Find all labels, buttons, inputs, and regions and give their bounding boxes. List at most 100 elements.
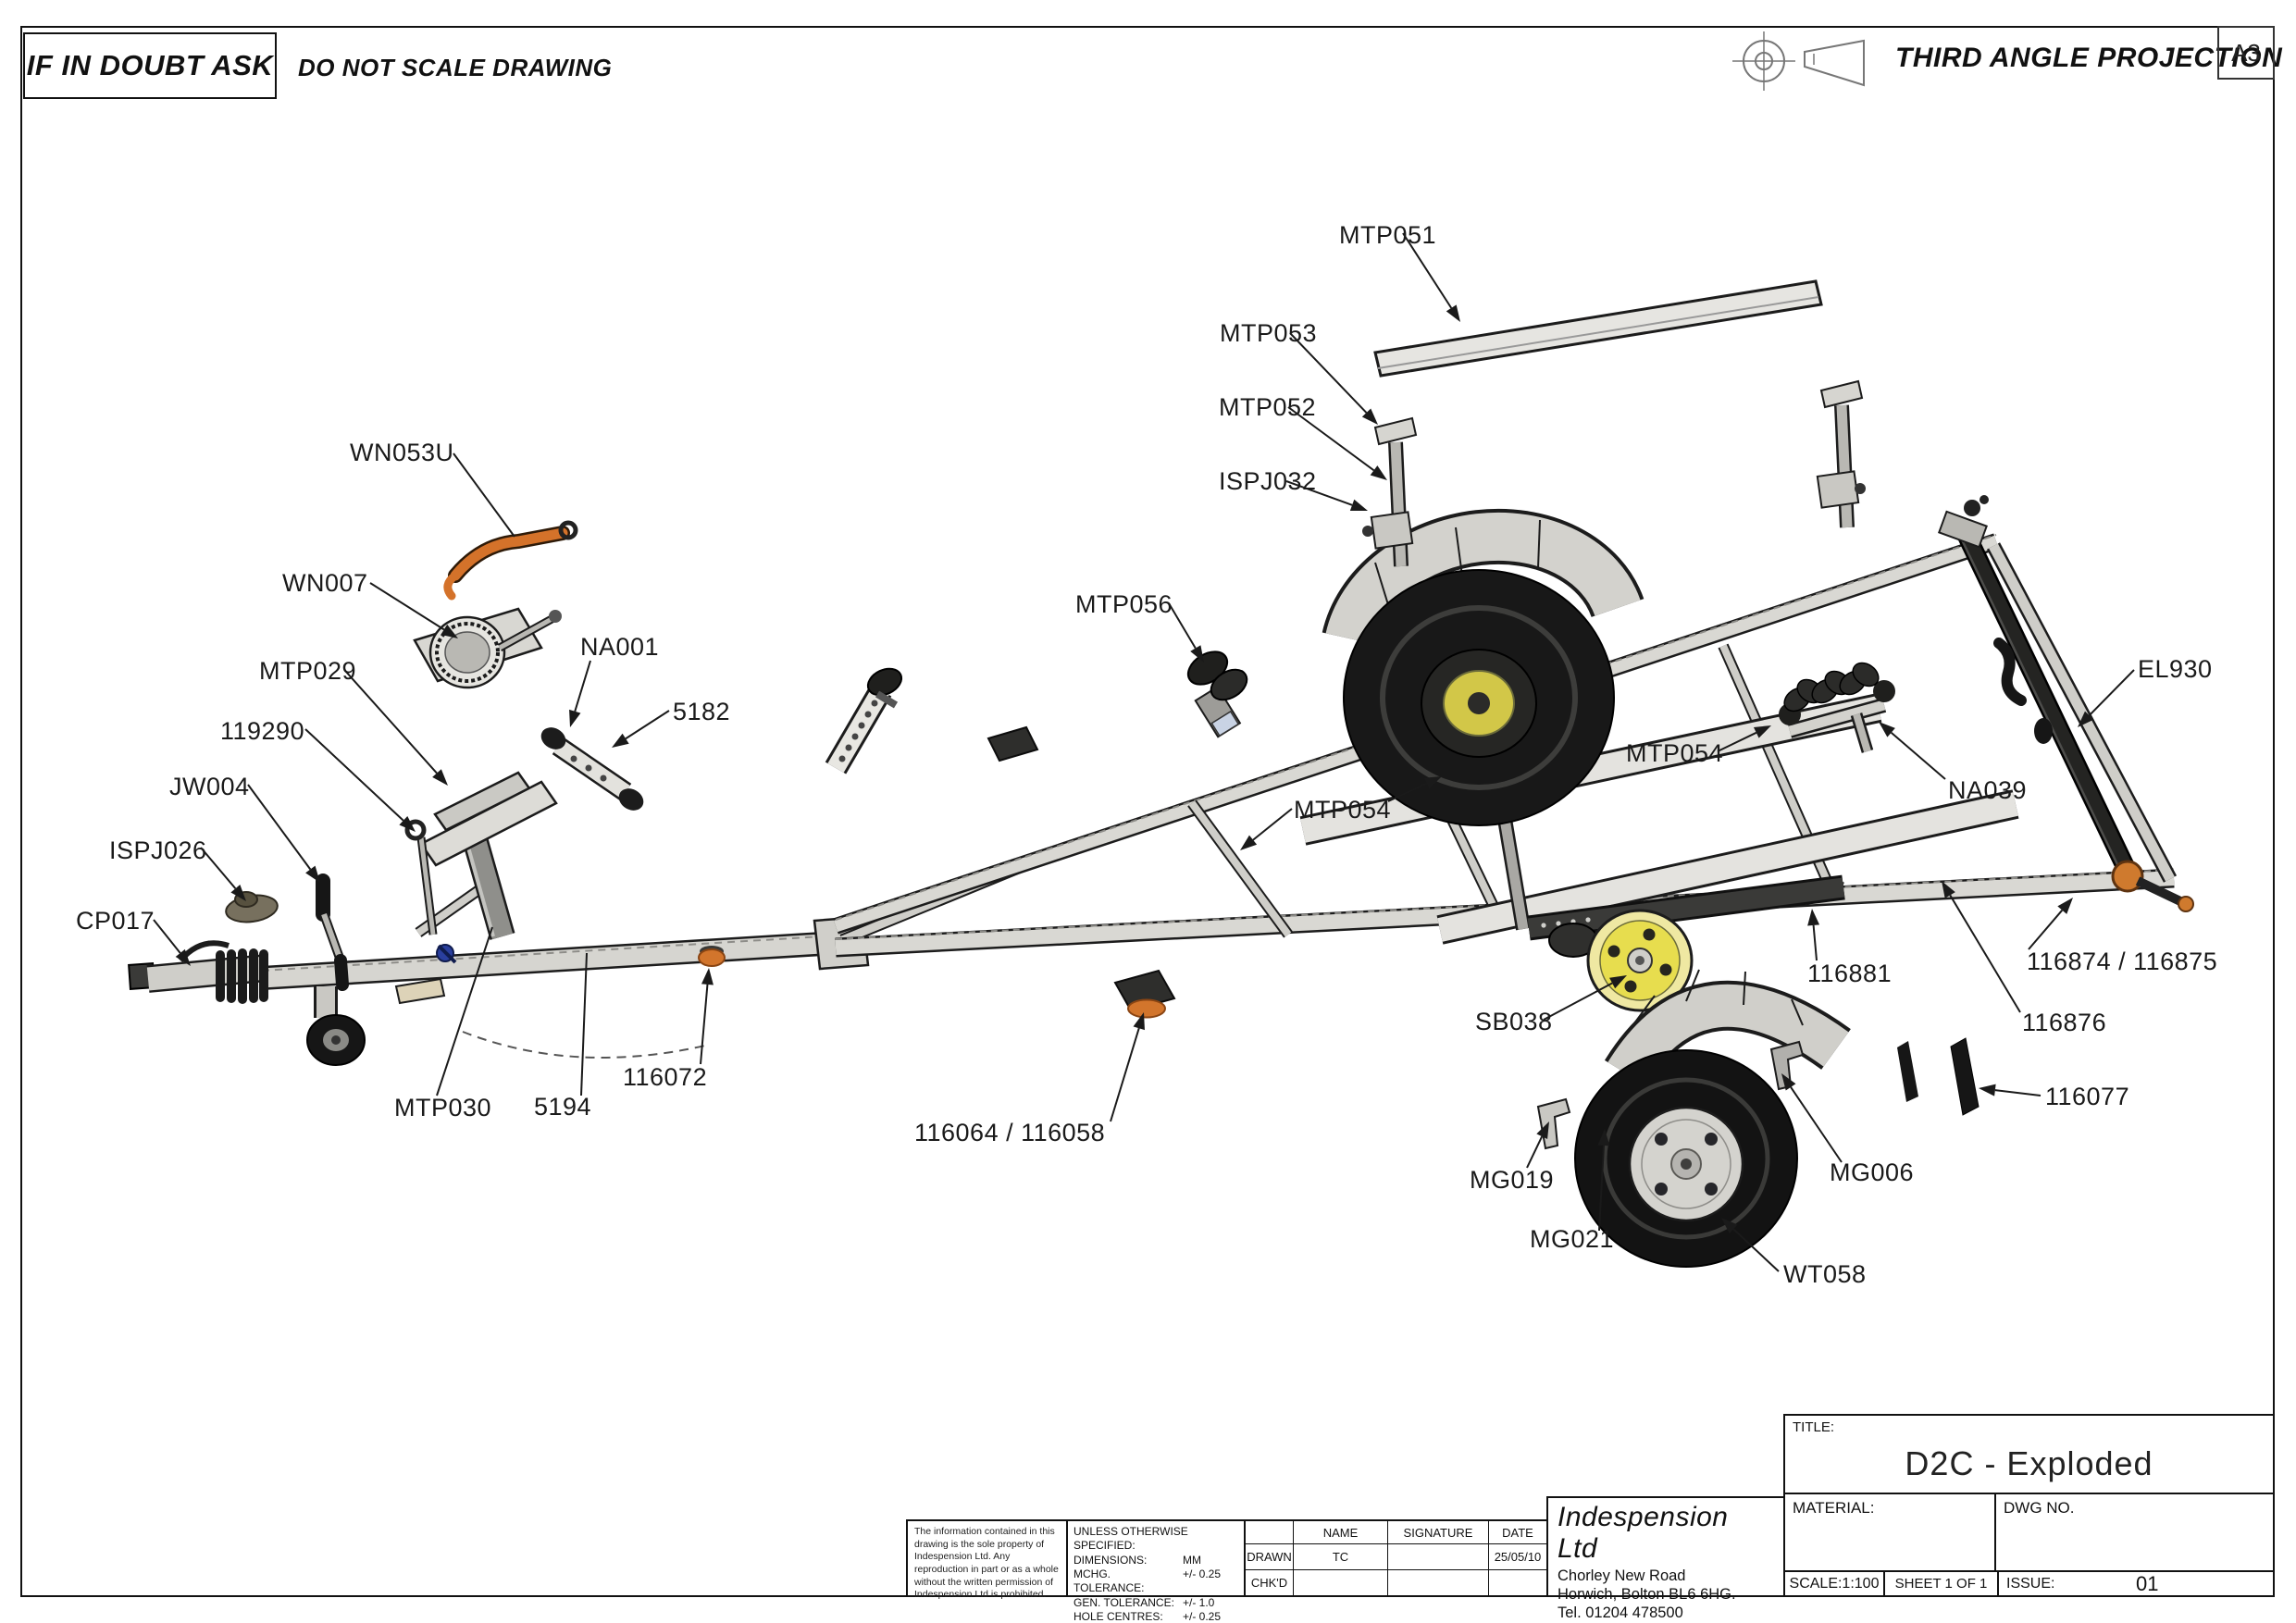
leader-arrowhead-116064-116058 <box>1133 1012 1145 1031</box>
hidden-line-arc <box>462 1031 706 1059</box>
leader-arrowhead-CP017 <box>175 948 191 966</box>
do-not-scale-note: DO NOT SCALE DRAWING <box>298 54 613 81</box>
signoff-cell: NAME <box>1294 1521 1388 1544</box>
tolerance-box: UNLESS OTHERWISE SPECIFIED: DIMENSIONS:M… <box>1066 1519 1246 1623</box>
part-label-116064-116058: 116064 / 116058 <box>914 1119 1105 1146</box>
leader-arrowhead-MTP056 <box>1190 645 1204 663</box>
part-label-CP017: CP017 <box>76 907 155 935</box>
jockey-wheel <box>306 986 366 1066</box>
leader-line-WT058 <box>1732 1228 1780 1272</box>
leader-arrowhead-116077 <box>1979 1084 1996 1096</box>
part-label-MG021: MG021 <box>1530 1225 1614 1253</box>
leader-line-MTP056 <box>1168 602 1197 650</box>
part-label-WN053U: WN053U <box>350 439 454 466</box>
keel-pad <box>1113 969 1176 1012</box>
trailer-artwork <box>128 279 2194 1268</box>
part-label-NA039: NA039 <box>1948 776 2027 804</box>
part-label-116072: 116072 <box>623 1063 707 1091</box>
drawbar-beam <box>261 931 838 990</box>
leader-line-116874-116875 <box>2028 910 2064 950</box>
leader-arrowhead-116072 <box>701 968 714 985</box>
leader-arrowhead-ISPJ032 <box>1349 499 1368 511</box>
leader-line-MTP054-a <box>1252 808 1293 841</box>
multi-roller-assembly <box>1779 662 1895 753</box>
leader-line-ISPJ032 <box>1285 480 1353 506</box>
drawing-title: D2C - Exploded <box>1905 1444 2153 1482</box>
part-label-5182: 5182 <box>673 698 730 725</box>
leader-line-5182 <box>625 710 670 740</box>
leader-arrowhead-MTP053 <box>1361 408 1378 425</box>
leader-arrowhead-MTP029 <box>432 769 448 786</box>
if-in-doubt-box: IF IN DOUBT ASK <box>23 32 277 99</box>
part-label-116876: 116876 <box>2022 1009 2106 1036</box>
title-label: TITLE: <box>1793 1419 1835 1435</box>
material-label: MATERIAL: <box>1793 1499 1875 1517</box>
issue-value: 01 <box>2136 1571 2159 1595</box>
mudguard-bracket <box>1769 1040 1805 1091</box>
winch-strap <box>443 520 578 601</box>
leader-arrowhead-MTP052 <box>1370 465 1387 480</box>
leader-line-NA039 <box>1890 731 1946 780</box>
part-label-MTP029: MTP029 <box>259 657 356 685</box>
leader-line-ISPJ026 <box>200 847 237 889</box>
tolerance-row: GEN. TOLERANCE:+/- 1.0 <box>1074 1595 1215 1609</box>
leader-arrowhead-MTP051 <box>1446 304 1460 322</box>
roller-bracket <box>540 727 644 811</box>
leader-line-EL930 <box>2088 669 2135 716</box>
leader-line-116064-116058 <box>1110 1027 1140 1122</box>
signoff-cell <box>1388 1570 1489 1595</box>
leader-line-5194 <box>580 952 588 1096</box>
leader-arrowhead-NA001 <box>569 709 581 727</box>
signoff-cell <box>1246 1521 1294 1544</box>
signoff-cell <box>1294 1570 1388 1595</box>
tolerance-row: MCHG. TOLERANCE:+/- 0.25 <box>1074 1567 1222 1595</box>
rubber-blade <box>1897 1041 1918 1102</box>
part-label-EL930: EL930 <box>2138 655 2213 683</box>
keel-pad-base <box>1127 998 1166 1019</box>
leader-arrowhead-116876 <box>1942 881 1955 898</box>
signoff-cell: DRAWN <box>1246 1544 1294 1570</box>
leader-line-119290 <box>304 728 404 822</box>
leader-line-WN053U <box>453 452 515 538</box>
blue-shackle <box>436 944 457 964</box>
leader-arrowhead-MG006 <box>1781 1073 1796 1091</box>
part-label-5194: 5194 <box>534 1093 591 1121</box>
leader-arrowhead-MTP054-a <box>1240 835 1258 850</box>
scale-box: SCALE:1:100 <box>1783 1570 1885 1597</box>
leader-line-NA001 <box>574 660 591 712</box>
leader-line-116876 <box>1949 894 2021 1013</box>
part-label-MTP056: MTP056 <box>1075 590 1173 618</box>
part-label-MG006: MG006 <box>1830 1158 1914 1186</box>
part-label-WT058: WT058 <box>1783 1260 1867 1288</box>
part-label-116077: 116077 <box>2045 1083 2129 1110</box>
winch-post <box>415 771 558 940</box>
company-address-line: Horwich, Bolton BL6 6HG. <box>1558 1586 1736 1604</box>
tie-down-hook <box>404 819 438 935</box>
signoff-cell: TC <box>1294 1544 1388 1570</box>
leader-line-116881 <box>1812 924 1818 961</box>
part-label-ISPJ026: ISPJ026 <box>109 836 207 864</box>
signoff-cell <box>1489 1570 1546 1595</box>
leader-arrowhead-ISPJ026 <box>230 885 246 901</box>
front-keel-pad <box>394 977 446 1005</box>
leader-arrowhead-MG021 <box>1597 1129 1610 1146</box>
issue-box: ISSUE: 01 <box>1997 1570 2275 1597</box>
leader-line-MTP051 <box>1402 232 1453 309</box>
leader-arrowhead-5182 <box>612 733 629 748</box>
leader-line-MTP029 <box>345 671 438 774</box>
part-label-MG019: MG019 <box>1470 1166 1554 1194</box>
signoff-cell: CHK'D <box>1246 1570 1294 1595</box>
part-callouts: MTP051MTP053MTP052ISPJ032WN053UWN007MTP0… <box>76 221 2217 1288</box>
side-marker-lamp <box>698 948 726 967</box>
leader-arrowhead-119290 <box>399 815 416 832</box>
company-name: Indespension Ltd <box>1558 1502 1729 1564</box>
third-angle-projection-icon <box>1732 31 1865 91</box>
tolerance-row: HOLE CENTRES:+/- 0.25 <box>1074 1610 1222 1623</box>
part-label-MTP054-b: MTP054 <box>1626 739 1723 767</box>
keel-pad <box>987 725 1039 762</box>
part-label-NA001: NA001 <box>580 633 659 661</box>
part-label-WN007: WN007 <box>282 569 368 597</box>
